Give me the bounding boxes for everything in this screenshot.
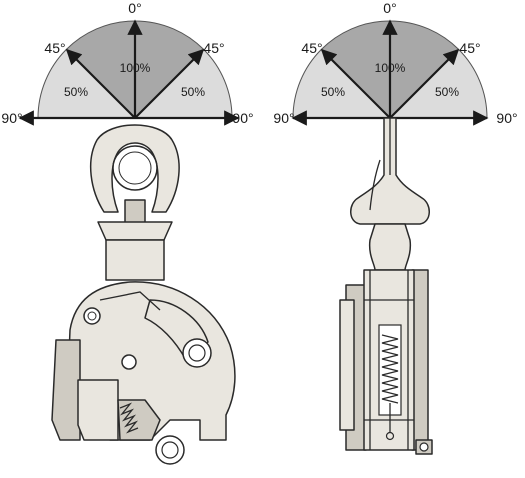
side-label-100: 100% bbox=[375, 61, 406, 75]
side-label-90-left: 90° bbox=[273, 110, 294, 126]
front-label-0: 0° bbox=[128, 0, 141, 16]
side-arrow-45-right bbox=[389, 48, 460, 119]
front-pin-lever-inner bbox=[188, 344, 206, 362]
side-spring bbox=[381, 334, 399, 404]
front-shackle-eye bbox=[112, 145, 158, 191]
front-pin-bottom bbox=[155, 435, 185, 465]
front-pin-bottom-inner bbox=[161, 441, 179, 459]
side-spring-hook bbox=[385, 431, 395, 441]
clamp-side-view bbox=[339, 117, 433, 455]
front-arrow-45-left bbox=[65, 48, 136, 119]
front-pin-top-inner bbox=[87, 311, 97, 321]
side-left-flange bbox=[339, 299, 355, 431]
side-lock-knob-cap bbox=[419, 442, 429, 452]
front-jaw-plate bbox=[51, 339, 81, 441]
front-sector-left-50 bbox=[37, 48, 137, 119]
front-pin-center bbox=[121, 354, 137, 370]
front-arrow-45-right bbox=[134, 48, 205, 119]
side-neck bbox=[368, 223, 412, 271]
side-angle-gauge: 0° 45° 45° 90° 90° 100% 50% 50% bbox=[273, 0, 517, 126]
front-label-45-left: 45° bbox=[44, 40, 65, 56]
clamp-front-view bbox=[51, 124, 236, 465]
front-label-50-left: 50% bbox=[64, 85, 88, 99]
front-pin-top bbox=[83, 307, 101, 325]
side-label-45-left: 45° bbox=[301, 40, 322, 56]
front-cam-teeth bbox=[119, 402, 139, 434]
side-arrow-45-left bbox=[320, 48, 391, 119]
front-label-100: 100% bbox=[120, 61, 151, 75]
front-neck-collar bbox=[97, 221, 173, 241]
front-label-90-right: 90° bbox=[232, 110, 253, 126]
front-label-45-right: 45° bbox=[203, 40, 224, 56]
front-angle-gauge: 0° 45° 45° 90° 90° 100% 50% 50% bbox=[1, 0, 253, 126]
side-label-0: 0° bbox=[383, 0, 396, 16]
front-shackle-eye-inner bbox=[118, 151, 152, 185]
side-shackle-split bbox=[369, 159, 381, 211]
front-body-edge bbox=[99, 291, 161, 311]
side-label-45-right: 45° bbox=[459, 40, 480, 56]
front-upper-body bbox=[105, 239, 165, 281]
side-label-50-left: 50% bbox=[321, 85, 345, 99]
front-cam bbox=[117, 399, 161, 441]
front-pin-lever bbox=[182, 338, 212, 368]
front-label-90-left: 90° bbox=[1, 110, 22, 126]
front-jaw bbox=[77, 379, 119, 441]
side-label-50-right: 50% bbox=[435, 85, 459, 99]
front-label-50-right: 50% bbox=[181, 85, 205, 99]
front-shackle bbox=[90, 124, 180, 213]
side-label-90-right: 90° bbox=[496, 110, 517, 126]
